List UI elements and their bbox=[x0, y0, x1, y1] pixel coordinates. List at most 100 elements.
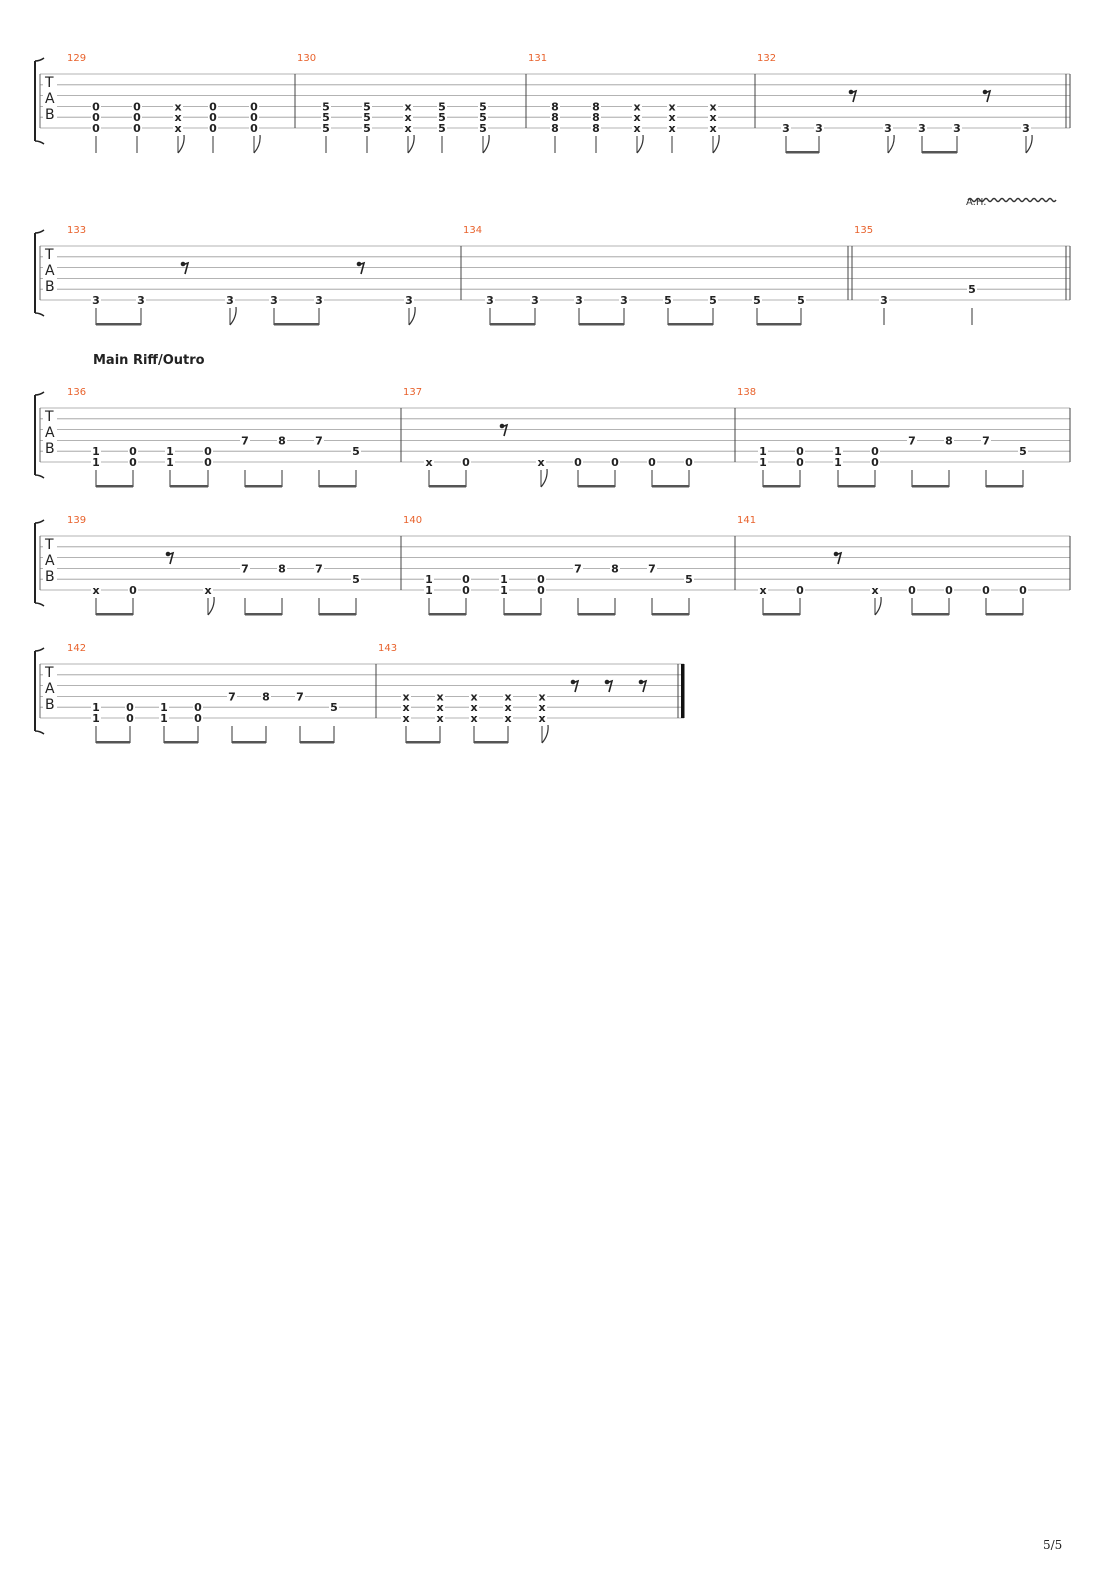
fret-number: 1 bbox=[759, 456, 767, 469]
fret-backing bbox=[814, 123, 824, 133]
fret-backing bbox=[173, 123, 183, 133]
fret-backing bbox=[269, 295, 279, 305]
bracket-bottom-hook bbox=[34, 474, 45, 479]
fret-number: x bbox=[633, 100, 640, 113]
fret-backing bbox=[424, 457, 434, 467]
fret-number: 0 bbox=[982, 584, 990, 597]
fret-backing bbox=[403, 123, 413, 133]
fret-backing bbox=[132, 112, 142, 123]
fret-number: x bbox=[871, 584, 878, 597]
note-beam bbox=[96, 613, 133, 616]
fret-backing bbox=[503, 691, 513, 702]
fret-backing bbox=[478, 112, 488, 123]
fret-number: 3 bbox=[270, 294, 278, 307]
tab-letter: B bbox=[45, 569, 55, 585]
fret-backing bbox=[883, 123, 893, 133]
note-flag bbox=[482, 134, 490, 154]
bracket-top-hook bbox=[34, 57, 45, 62]
fret-number: x bbox=[668, 122, 675, 135]
fret-number: 5 bbox=[797, 294, 805, 307]
fret-number: 3 bbox=[953, 122, 961, 135]
tab-letter-backing bbox=[43, 410, 57, 460]
fret-number: 5 bbox=[479, 100, 487, 113]
final-bar-thick bbox=[681, 664, 685, 718]
fret-backing bbox=[128, 446, 138, 457]
tab-letter: T bbox=[44, 75, 54, 91]
fret-number: x bbox=[436, 690, 443, 703]
fret-backing bbox=[277, 563, 287, 574]
fret-number: 5 bbox=[322, 100, 330, 113]
note-beam bbox=[912, 485, 949, 488]
fret-backing bbox=[752, 295, 762, 305]
fret-backing bbox=[314, 295, 324, 305]
fret-number: 7 bbox=[908, 434, 916, 447]
fret-backing bbox=[499, 574, 509, 585]
fret-number: x bbox=[633, 111, 640, 124]
vibrato-wave bbox=[967, 197, 1057, 203]
fret-backing bbox=[952, 123, 962, 133]
fret-number: 0 bbox=[871, 456, 879, 469]
fret-backing bbox=[537, 702, 547, 713]
fret-number: 7 bbox=[982, 434, 990, 447]
tab-letter: T bbox=[44, 409, 54, 425]
fret-number: 0 bbox=[129, 584, 137, 597]
fret-number: 0 bbox=[133, 111, 141, 124]
fret-backing bbox=[536, 574, 546, 585]
fret-number: 7 bbox=[315, 562, 323, 575]
fret-backing bbox=[403, 101, 413, 112]
fret-backing bbox=[573, 457, 583, 467]
fret-number: 0 bbox=[908, 584, 916, 597]
fret-number: x bbox=[404, 122, 411, 135]
fret-backing bbox=[667, 101, 677, 112]
fret-number: 8 bbox=[551, 100, 559, 113]
note-beam bbox=[912, 613, 949, 616]
note-beam bbox=[668, 323, 713, 326]
fret-number: 5 bbox=[322, 111, 330, 124]
fret-number: 7 bbox=[296, 690, 304, 703]
eighth-rest bbox=[849, 89, 858, 103]
fret-backing bbox=[249, 101, 259, 112]
fret-backing bbox=[435, 713, 445, 723]
fret-number: 3 bbox=[1022, 122, 1030, 135]
measure-number: 137 bbox=[403, 387, 422, 398]
fret-backing bbox=[203, 446, 213, 457]
fret-number: 0 bbox=[194, 712, 202, 725]
fret-number: 0 bbox=[204, 445, 212, 458]
tab-letter-backing bbox=[43, 248, 57, 298]
fret-number: x bbox=[404, 100, 411, 113]
fret-number: 8 bbox=[592, 122, 600, 135]
fret-backing bbox=[240, 435, 250, 446]
note-beam bbox=[232, 741, 266, 744]
tab-letter: A bbox=[45, 681, 55, 697]
fret-backing bbox=[944, 435, 954, 446]
note-beam bbox=[164, 741, 198, 744]
fret-backing bbox=[225, 295, 235, 305]
fret-number: x bbox=[538, 690, 545, 703]
fret-number: 3 bbox=[918, 122, 926, 135]
tab-letter-backing bbox=[43, 76, 57, 126]
tab-letter: T bbox=[44, 665, 54, 681]
note-beam bbox=[504, 613, 541, 616]
measure-number: 142 bbox=[67, 643, 86, 654]
bracket-top-hook bbox=[34, 391, 45, 396]
fret-backing bbox=[591, 101, 601, 112]
fret-number: 0 bbox=[92, 122, 100, 135]
fret-backing bbox=[208, 123, 218, 133]
measure-number: 138 bbox=[737, 387, 756, 398]
fret-backing bbox=[165, 457, 175, 467]
fret-backing bbox=[573, 563, 583, 574]
fret-backing bbox=[503, 713, 513, 723]
fret-number: 8 bbox=[611, 562, 619, 575]
fret-number: x bbox=[504, 712, 511, 725]
fret-number: 5 bbox=[438, 122, 446, 135]
fret-backing bbox=[684, 574, 694, 585]
fret-backing bbox=[91, 457, 101, 467]
fret-number: x bbox=[470, 712, 477, 725]
note-beam bbox=[652, 613, 689, 616]
bracket-bottom-hook bbox=[34, 602, 45, 607]
note-flag bbox=[887, 134, 895, 154]
fret-number: x bbox=[174, 100, 181, 113]
note-flag bbox=[407, 134, 415, 154]
